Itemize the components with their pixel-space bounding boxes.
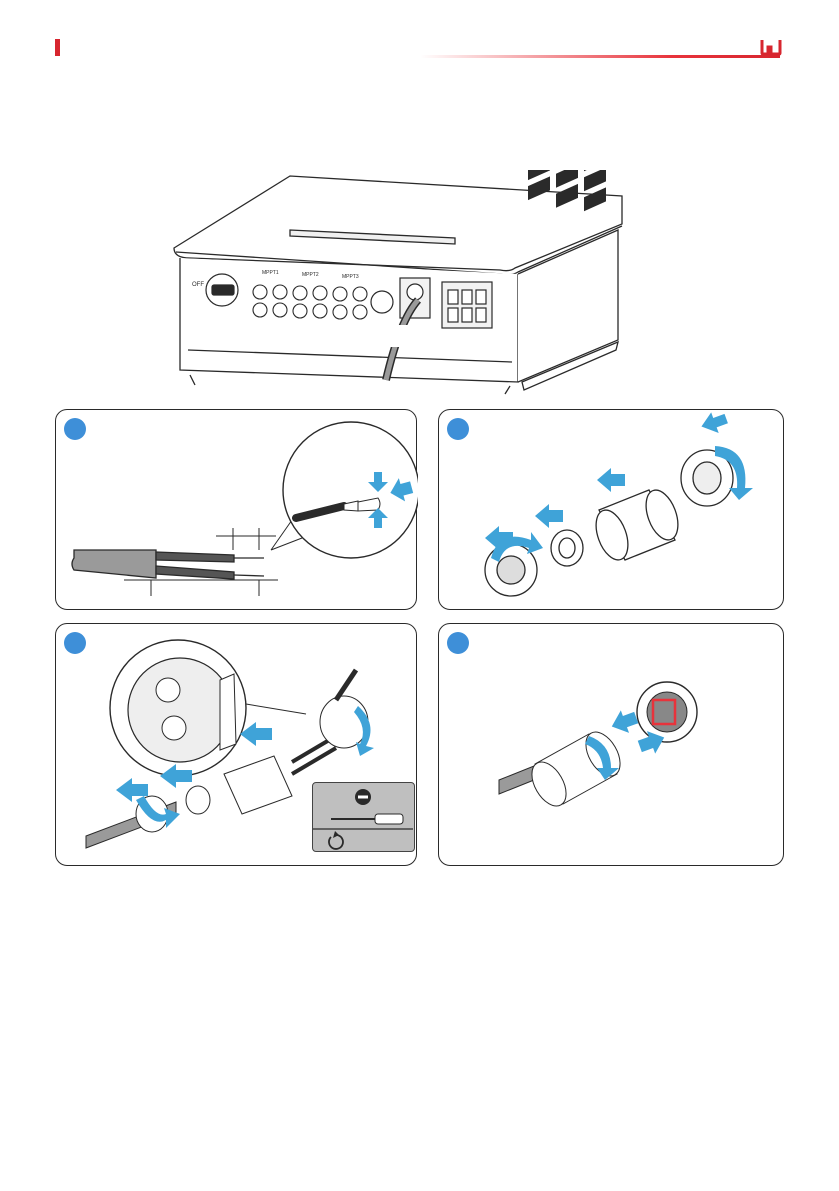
connector-disassembly-illustration <box>439 410 785 611</box>
connector-plug-illustration <box>439 624 785 867</box>
flat-head-screwdriver-icon <box>313 783 413 850</box>
tool-indicator-box <box>312 782 415 852</box>
mppt1-label: MPPT1 <box>262 270 279 276</box>
header-divider <box>420 55 780 58</box>
step-4-panel <box>438 623 784 866</box>
header-accent-bar <box>55 39 60 56</box>
inverter-illustration: OFF MPPT1 MPPT2 MPPT3 <box>160 170 640 410</box>
mppt2-label: MPPT2 <box>302 272 319 278</box>
step-1-panel <box>55 409 417 610</box>
step-3-panel <box>55 623 417 866</box>
mppt3-label: MPPT3 <box>342 274 359 280</box>
step-2-panel <box>438 409 784 610</box>
switch-off-label: OFF <box>192 282 204 288</box>
brand-logo-icon <box>760 38 782 56</box>
strip-crimp-illustration <box>56 410 418 611</box>
